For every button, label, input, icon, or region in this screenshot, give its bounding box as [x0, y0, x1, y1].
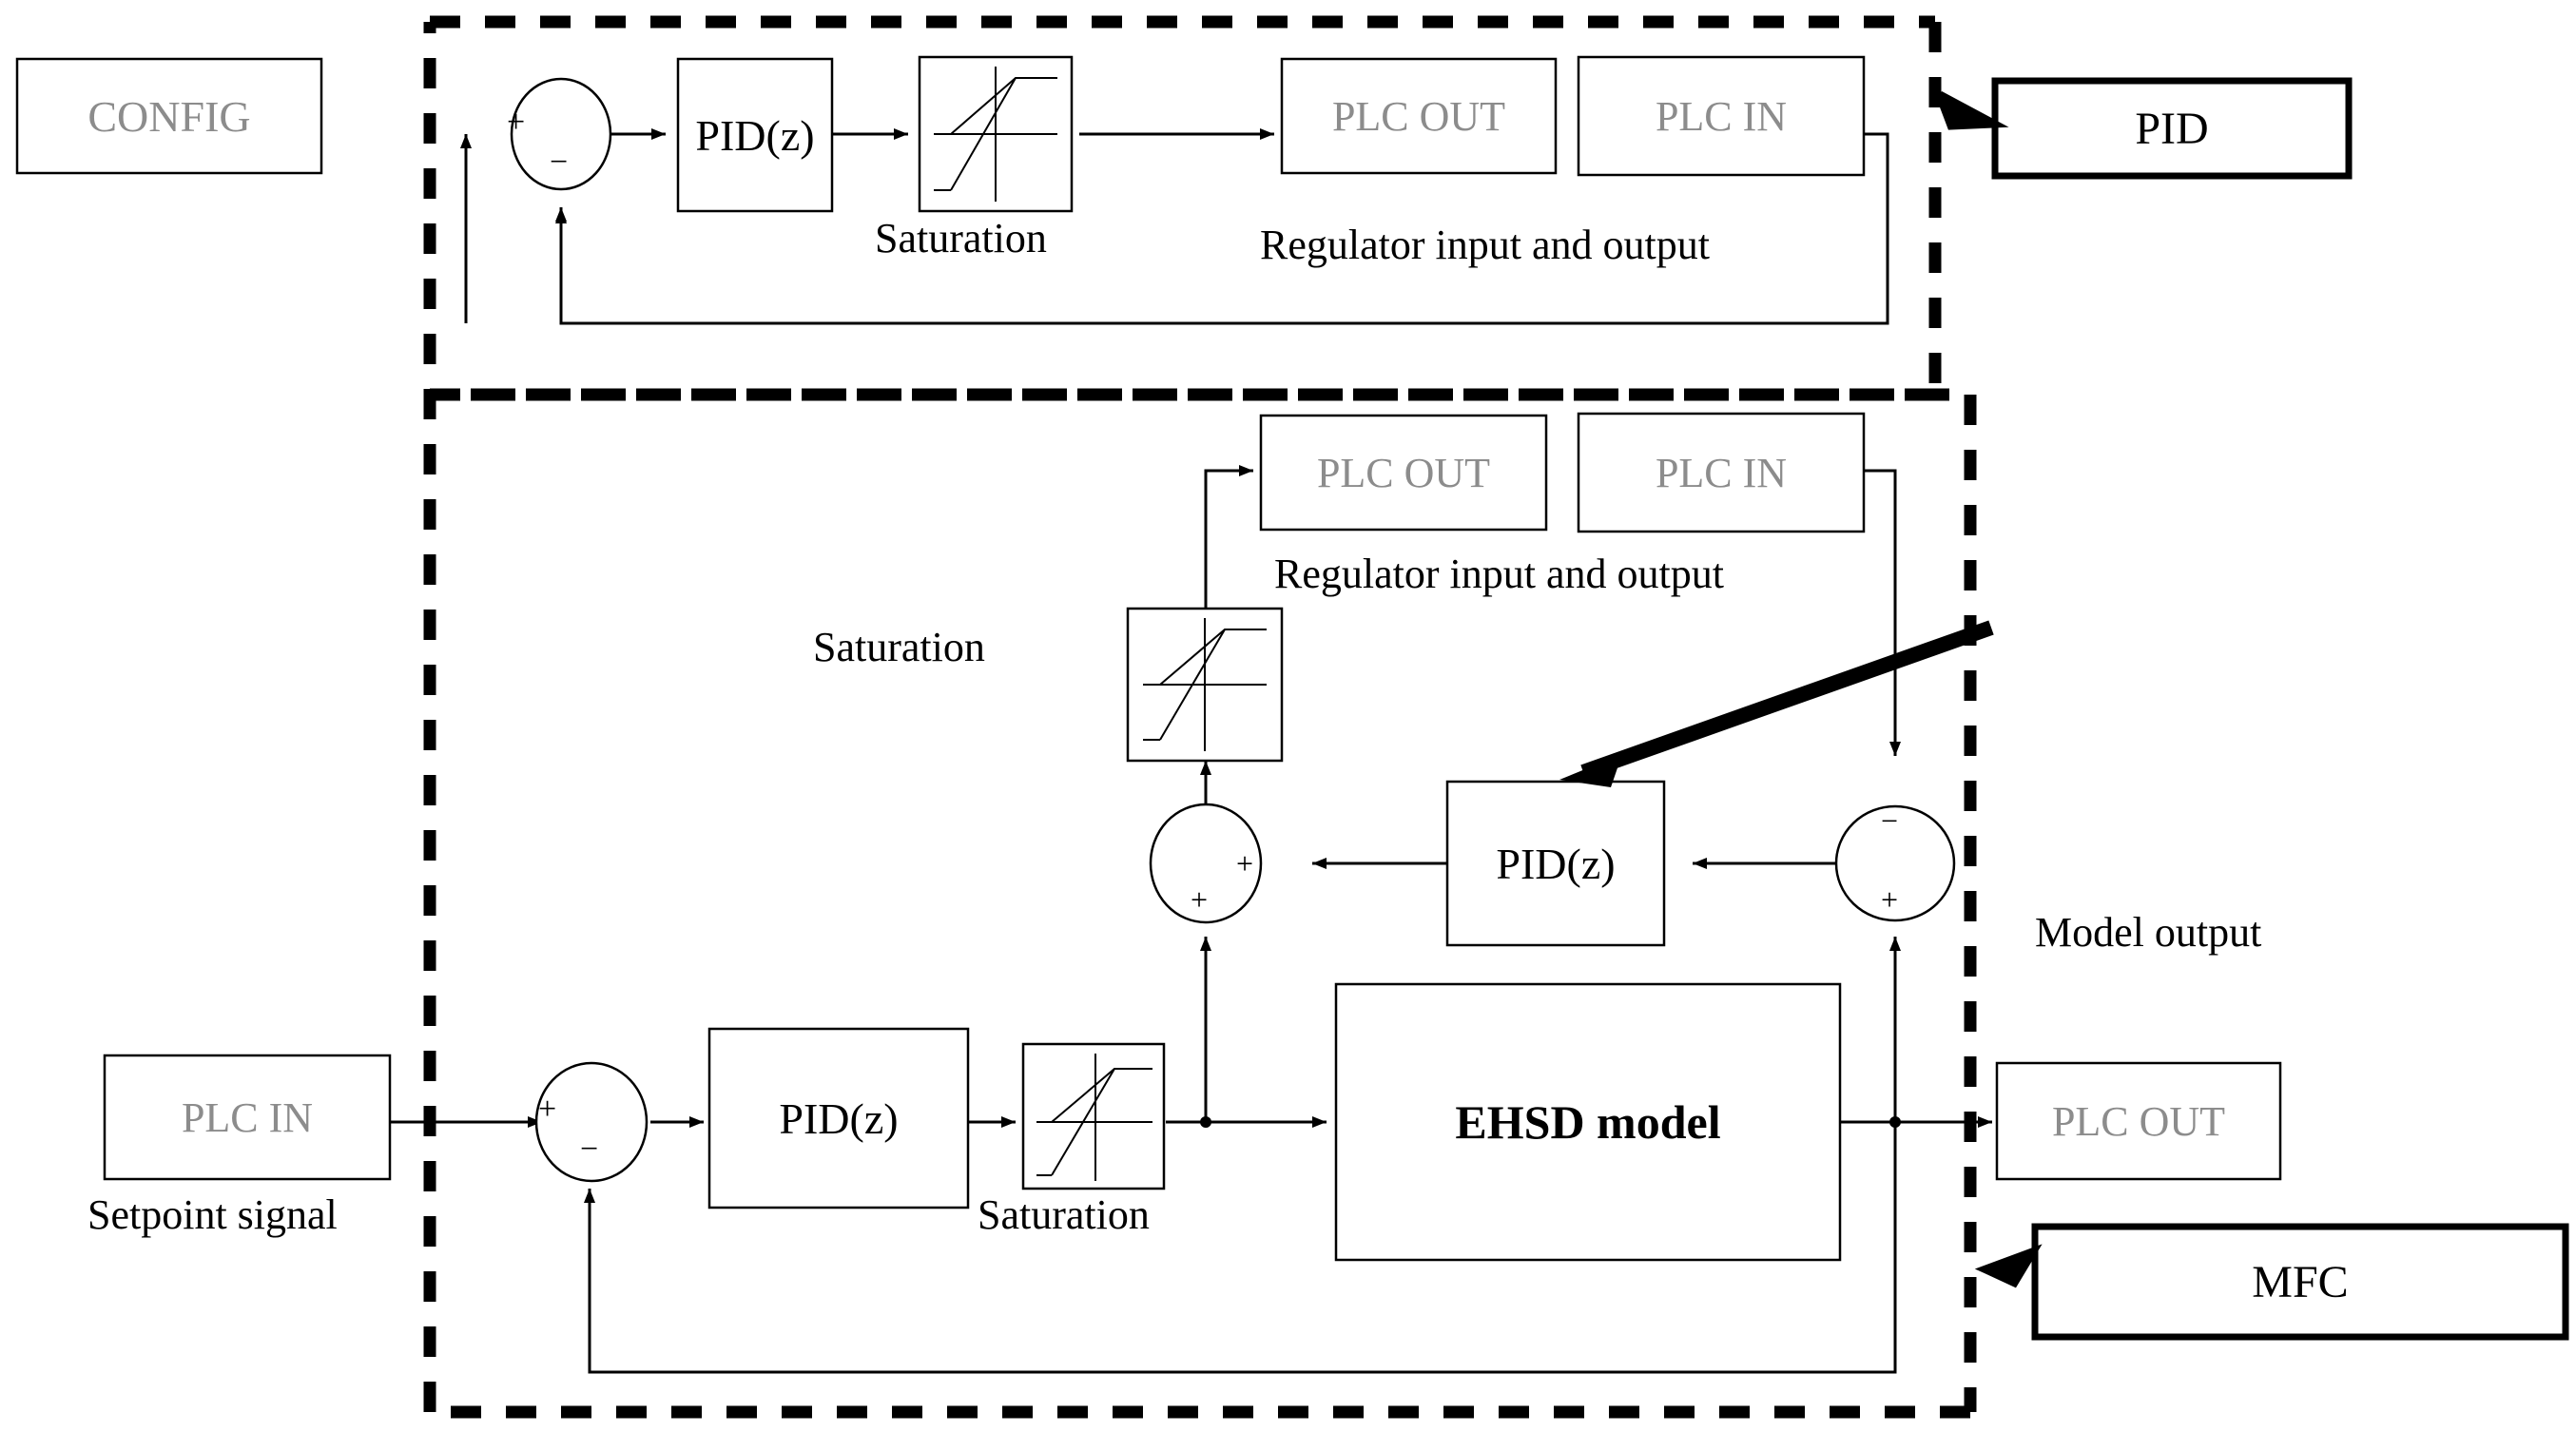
saturation-mid-block [1126, 607, 1284, 763]
plc-out-top-box [1280, 57, 1558, 175]
saturation-mid-label: Saturation [813, 624, 985, 670]
pid-region-border [430, 15, 1942, 401]
mfc-callout-box[interactable] [2031, 1223, 2569, 1341]
mfc-pointer-arrow [1559, 620, 1994, 787]
mfc-lower-wires [390, 1116, 1992, 1374]
plc-out-model-box [1995, 1061, 2282, 1181]
plc-in-top-box [1577, 55, 1866, 177]
plc-in-mid-label: PLC IN [1655, 449, 1788, 496]
pid-top-label: PID(z) [695, 110, 815, 160]
sum-junction-bottom [534, 1061, 649, 1183]
sum-top-plus: + [507, 105, 526, 140]
plc-out-mid-label: PLC OUT [1316, 449, 1491, 496]
ehsd-model-label: EHSD model [1455, 1095, 1721, 1149]
sum-bottom-minus: − [580, 1132, 599, 1167]
mfc-callout-label: MFC [2252, 1256, 2349, 1307]
sum-mid-plus-right: + [1236, 846, 1254, 880]
regulator-mid-label: Regulator input and output [1274, 551, 1724, 597]
ehsd-model-box [1334, 982, 1842, 1262]
sum-right-minus: − [1881, 803, 1899, 838]
saturation-top-block [918, 55, 1074, 213]
sum-right-plus: + [1881, 882, 1899, 917]
plc-in-top-label: PLC IN [1655, 92, 1788, 140]
pid-mid-box [1445, 780, 1666, 947]
plc-in-setpoint-label: PLC IN [181, 1093, 314, 1141]
sum-junction-top [510, 77, 612, 191]
pid-top-box [676, 57, 834, 213]
mfc-region-border [423, 22, 1977, 1419]
sum-top-minus: − [550, 145, 569, 180]
mfc-callout-arrow [1974, 1244, 2043, 1288]
pid-mid-label: PID(z) [1496, 839, 1616, 888]
plc-in-mid-box [1577, 412, 1866, 533]
pid-bottom-label: PID(z) [779, 1093, 899, 1143]
config-box [15, 57, 323, 175]
saturation-top-label: Saturation [875, 215, 1047, 261]
saturation-bottom-label: Saturation [978, 1191, 1150, 1238]
junction-dot-sat-out [1200, 1116, 1211, 1128]
pid-section-wires [460, 128, 1889, 325]
pid-callout-label: PID [2135, 103, 2209, 154]
model-output-label: Model output [2035, 909, 2262, 956]
plc-out-mid-box [1259, 414, 1548, 532]
sum-mid-plus-bottom: + [1191, 882, 1209, 917]
regulator-top-label: Regulator input and output [1260, 222, 1710, 268]
plc-in-setpoint-box [103, 1054, 392, 1181]
pid-bottom-box [707, 1027, 970, 1209]
pid-callout-arrow [1935, 91, 2009, 130]
sum-junction-right [1834, 804, 1956, 922]
sum-junction-mid [1149, 803, 1263, 924]
config-label: CONFIG [87, 91, 251, 141]
sum-bottom-plus: + [538, 1092, 557, 1127]
setpoint-signal-label: Setpoint signal [87, 1191, 338, 1238]
plc-out-top-label: PLC OUT [1331, 92, 1506, 140]
plc-out-model-label: PLC OUT [2051, 1097, 2226, 1145]
saturation-bottom-block [1021, 1042, 1166, 1190]
pid-callout-box[interactable] [1991, 77, 2353, 180]
junction-dot-ehsd-out [1889, 1116, 1901, 1128]
